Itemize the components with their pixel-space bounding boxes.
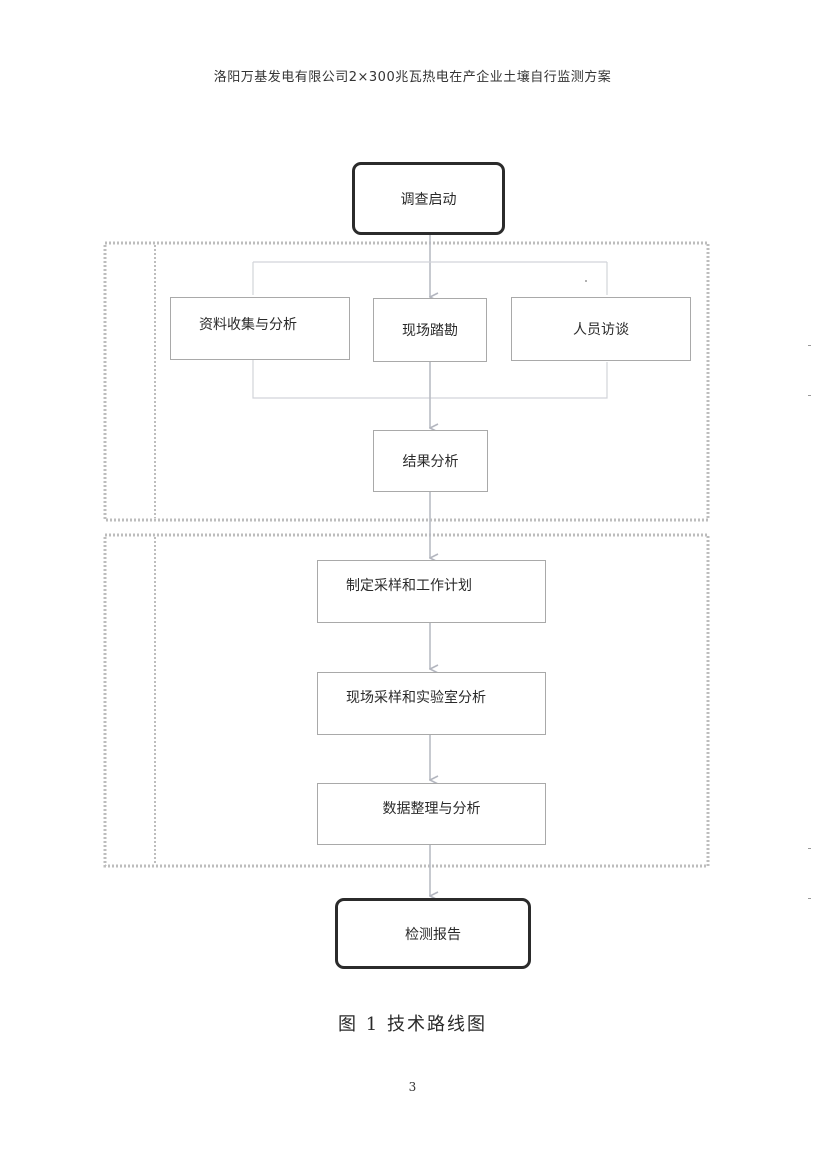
phase-frame-sampling [103, 533, 710, 868]
node-sampling-label: 现场采样和实验室分析 [346, 690, 486, 706]
node-plan-label: 制定采样和工作计划 [346, 578, 472, 594]
margin-mark [808, 395, 811, 396]
node-data-collection: 资料收集与分析 [170, 297, 350, 360]
node-interviews: 人员访谈 [511, 297, 691, 361]
node-result-analysis-label: 结果分析 [402, 454, 459, 470]
phase-frame-investigation [103, 241, 710, 522]
node-sampling: 现场采样和实验室分析 [317, 672, 546, 735]
node-start-label: 调查启动 [400, 191, 457, 208]
node-report-label: 检测报告 [405, 926, 461, 943]
node-report: 检测报告 [335, 898, 531, 969]
node-data-processing-label: 数据整理与分析 [382, 801, 481, 817]
node-interviews-label: 人员访谈 [573, 322, 629, 338]
node-data-collection-label: 资料收集与分析 [199, 317, 297, 333]
page-number: 3 [408, 1080, 417, 1094]
margin-mark [808, 848, 811, 849]
node-result-analysis: 结果分析 [373, 430, 488, 492]
figure-caption: 图 1 技术路线图 [338, 1014, 487, 1035]
node-data-processing: 数据整理与分析 [317, 783, 546, 845]
page-header: 洛阳万基发电有限公司2×300兆瓦热电在产企业土壤自行监测方案 [213, 70, 612, 85]
node-site-survey: 现场踏勘 [373, 298, 487, 362]
node-site-survey-label: 现场踏勘 [402, 323, 458, 339]
margin-mark [808, 345, 811, 346]
scan-dot [585, 280, 587, 282]
margin-mark [808, 898, 811, 899]
node-plan: 制定采样和工作计划 [317, 560, 546, 623]
node-start: 调查启动 [352, 162, 505, 235]
